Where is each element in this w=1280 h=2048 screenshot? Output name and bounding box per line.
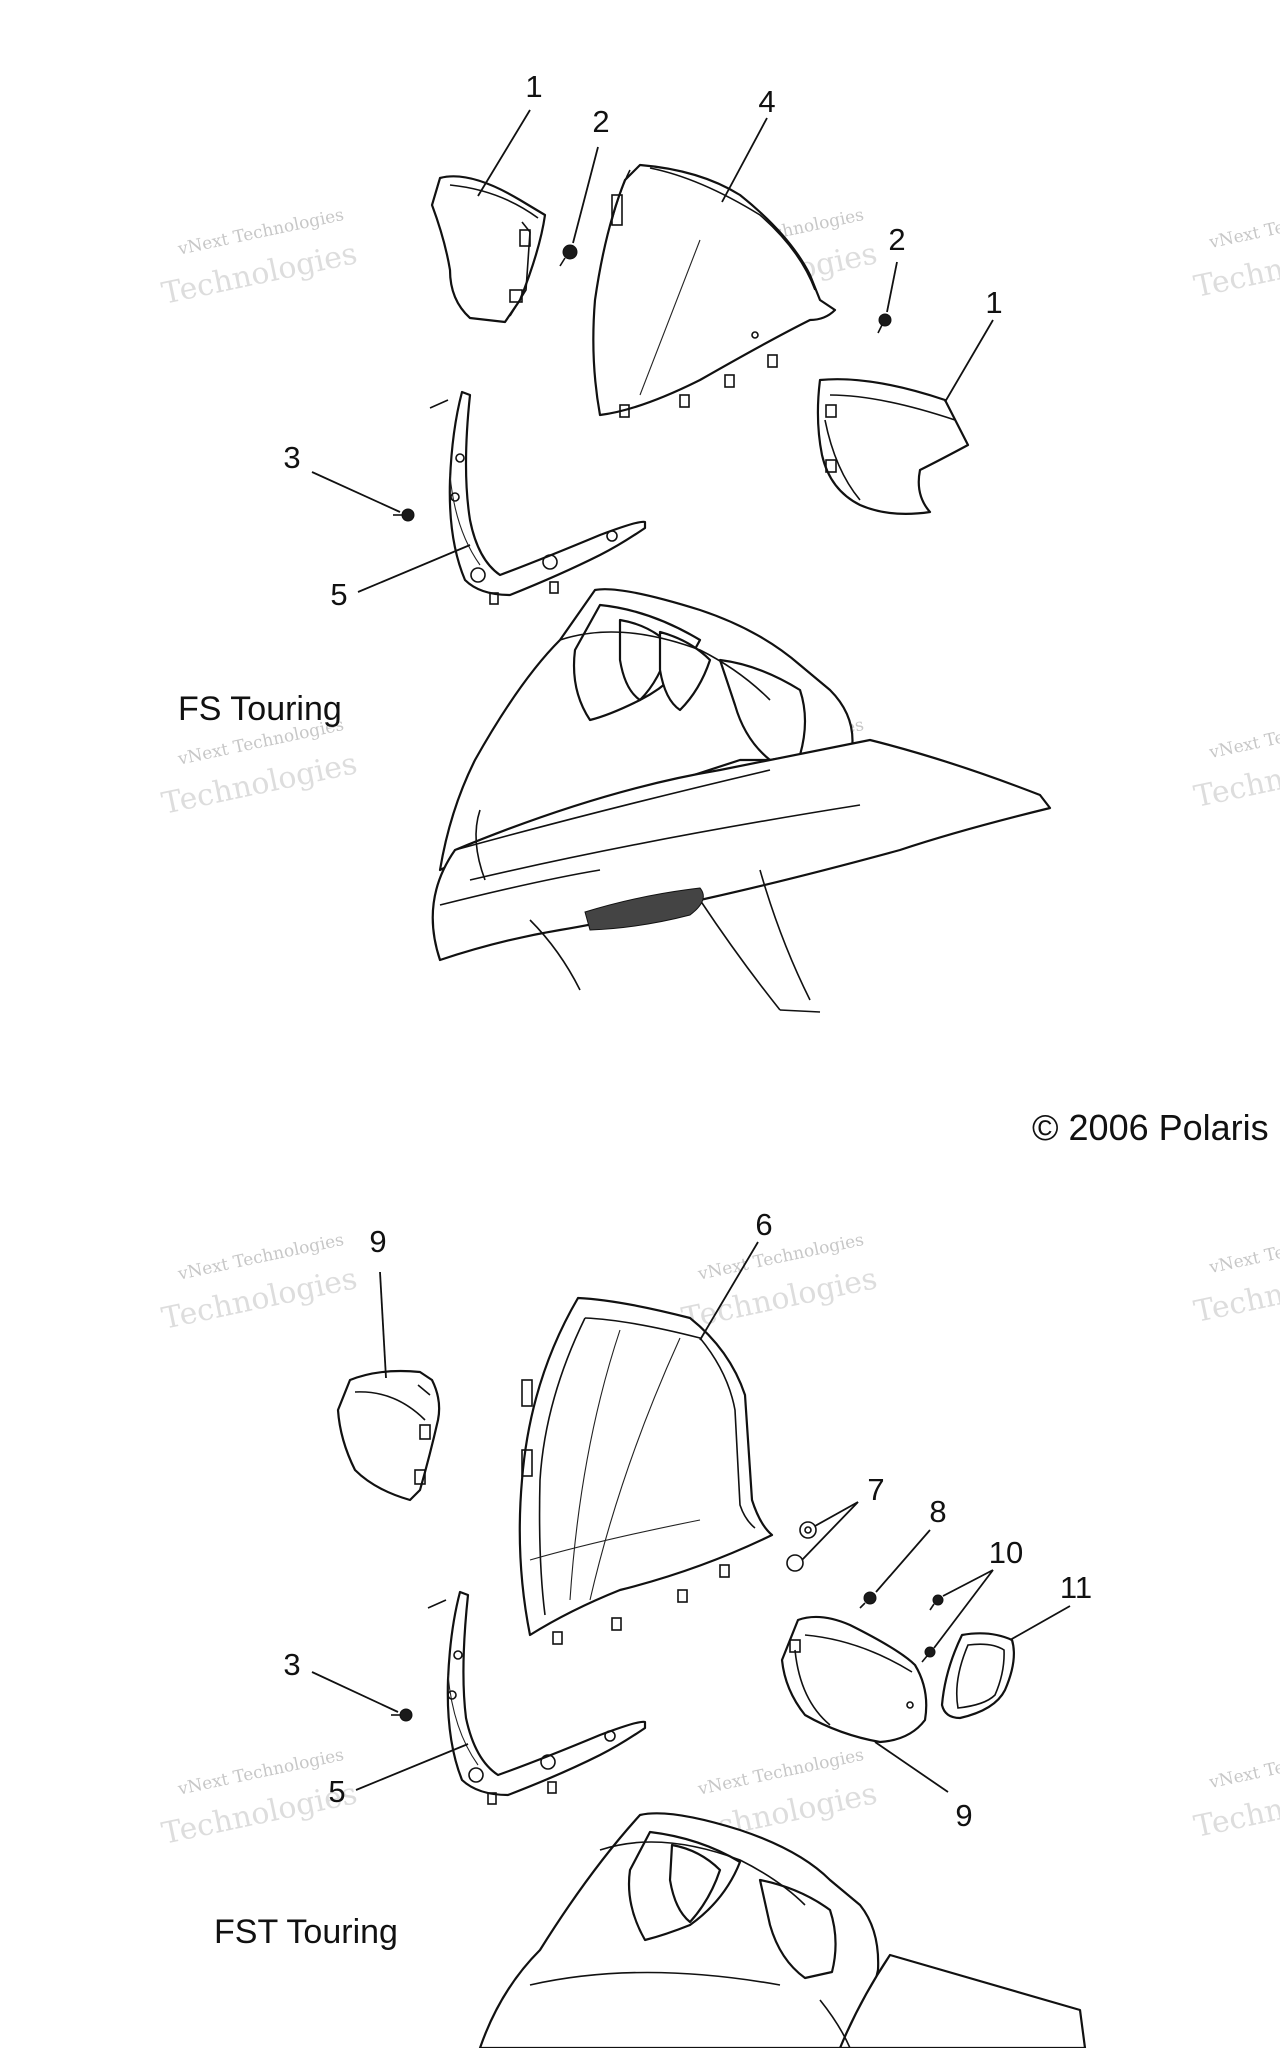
- windshield-6: [518, 1296, 774, 1645]
- screw-3-top: [393, 508, 415, 522]
- section-label-fs-touring: FS Touring: [178, 690, 342, 728]
- hood-assembly-bottom: [478, 1812, 1087, 2048]
- callout-3: 3: [283, 440, 300, 475]
- svg-text:vNext Technologies: vNext Technologies: [1207, 708, 1280, 763]
- hood-assembly-top: [431, 588, 1052, 1013]
- side-deflector-9-left: [336, 1369, 441, 1502]
- screw-8: [859, 1591, 877, 1609]
- callout-9-left: 9: [369, 1224, 386, 1259]
- svg-text:vNext Technologies: vNext Technologies: [1207, 1738, 1280, 1793]
- screw-3-bottom: [391, 1708, 413, 1722]
- watermark-right-edge-3: vNext Technologies Technologies: [1191, 1223, 1280, 1330]
- callout-10: 10: [989, 1535, 1023, 1570]
- callout-5: 5: [330, 577, 347, 612]
- watermark-lower-left: vNext Technologies Technologies: [159, 1230, 360, 1337]
- svg-text:vNext Technologies: vNext Technologies: [1207, 198, 1280, 253]
- callout-2-right: 2: [888, 222, 905, 257]
- mirror-lens-11: [940, 1632, 1015, 1720]
- side-deflector-9-right: [780, 1615, 928, 1744]
- callout-3-bottom: 3: [283, 1647, 300, 1682]
- leaders-bottom: [311, 1241, 1071, 1793]
- callouts-fst: 9 6 7 8 10 11 3 5 9: [283, 1207, 1092, 1833]
- watermark-right-edge: vNext Technologies Technologies: [1191, 198, 1280, 305]
- bracket-5-bottom: [427, 1590, 647, 1805]
- watermark-lower-center: vNext Technologies Technologies: [679, 1230, 880, 1337]
- callout-5-bottom: 5: [328, 1774, 345, 1809]
- side-deflector-left: [430, 175, 547, 324]
- callout-1-right: 1: [985, 285, 1002, 320]
- callouts-fs: 1 2 4 2 1 3 5: [283, 69, 1002, 612]
- svg-text:vNext Technologies: vNext Technologies: [1207, 1223, 1280, 1278]
- side-deflector-right: [816, 378, 970, 515]
- watermark-right-edge-2: vNext Technologies Technologies: [1191, 708, 1280, 815]
- callout-6: 6: [755, 1207, 772, 1242]
- callout-1-left: 1: [525, 69, 542, 104]
- watermarks: vNext Technologies Technologies vNext Te…: [159, 198, 1280, 1851]
- callout-11: 11: [1060, 1570, 1092, 1605]
- windshield-4: [592, 163, 837, 418]
- callout-7: 7: [867, 1472, 884, 1507]
- callout-2-left: 2: [592, 104, 609, 139]
- screw-2-right: [877, 313, 892, 334]
- callout-9-right: 9: [955, 1798, 972, 1833]
- section-fst-touring: 9 6 7 8 10 11 3 5 9 FST Touring: [214, 1207, 1092, 2048]
- screws-10: [921, 1594, 944, 1663]
- leaders-top: [311, 109, 994, 593]
- copyright-notice: © 2006 Polaris: [1032, 1107, 1269, 1148]
- watermark-top-left: vNext Technologies Technologies: [159, 205, 360, 312]
- screw-2-left: [559, 244, 578, 267]
- section-fs-touring: 1 2 4 2 1 3 5 FS Touring: [178, 69, 1052, 1013]
- section-label-fst-touring: FST Touring: [214, 1913, 398, 1951]
- washers-7: [786, 1521, 817, 1572]
- watermark-mid-left: vNext Technologies Technologies: [159, 715, 360, 822]
- callout-8: 8: [929, 1494, 946, 1529]
- callout-4: 4: [758, 84, 775, 119]
- bracket-5-top: [429, 390, 647, 605]
- watermark-right-edge-4: vNext Technologies Technologies: [1191, 1738, 1280, 1845]
